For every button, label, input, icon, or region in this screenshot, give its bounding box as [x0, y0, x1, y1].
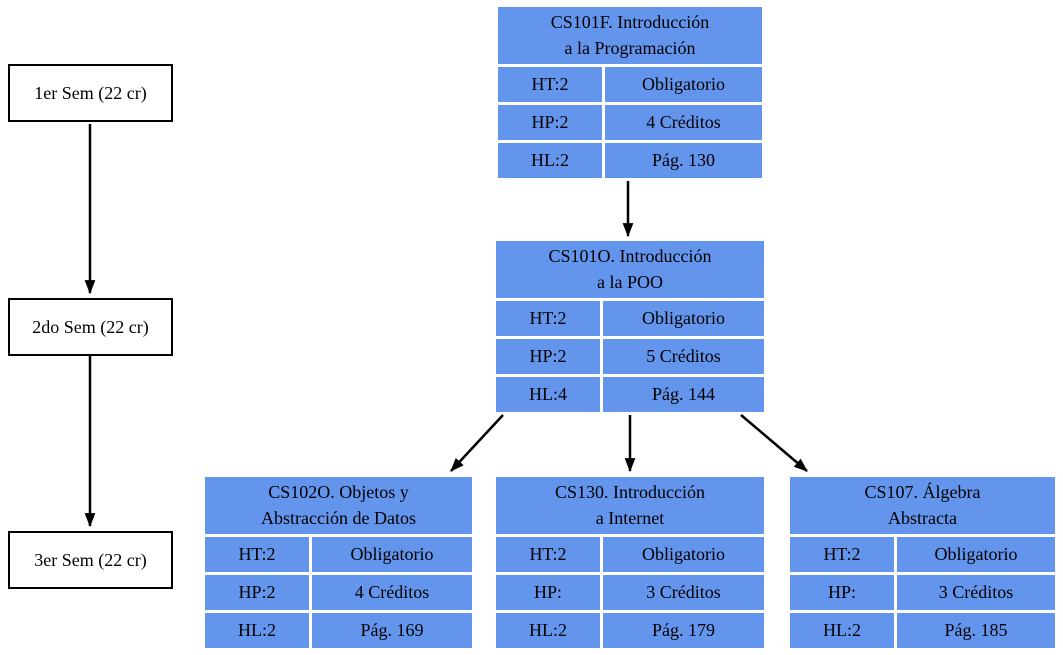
course-field-key: HP: — [496, 575, 600, 610]
course-title: CS107. Álgebra Abstracta — [790, 477, 1055, 534]
course-field-key: HT:2 — [496, 537, 600, 572]
course-field-value: Obligatorio — [312, 537, 472, 572]
course-node-cs102o: CS102O. Objetos y Abstracción de Datos H… — [205, 477, 472, 648]
course-field-value: 3 Créditos — [603, 575, 764, 610]
course-field-value: Pág. 169 — [312, 613, 472, 648]
course-title: CS130. Introducción a Internet — [496, 477, 764, 534]
edge-cs101o-cs107 — [740, 414, 808, 472]
course-field-key: HT:2 — [205, 537, 309, 572]
course-node-cs130: CS130. Introducción a Internet HT:2 Obli… — [496, 477, 764, 648]
course-field-value: Pág. 185 — [897, 613, 1055, 648]
course-field-value: 4 Créditos — [605, 105, 762, 140]
semester-label: 2do Sem (22 cr) — [32, 316, 149, 337]
course-field-value: Obligatorio — [603, 301, 764, 336]
course-field-key: HP:2 — [496, 339, 600, 374]
course-field-key: HL:4 — [496, 377, 600, 412]
semester-label: 1er Sem (22 cr) — [34, 82, 147, 103]
course-title: CS101O. Introducción a la POO — [496, 241, 764, 298]
semester-node-2: 2do Sem (22 cr) — [8, 298, 173, 356]
course-node-cs101f: CS101F. Introducción a la Programación H… — [498, 7, 762, 178]
course-node-cs107: CS107. Álgebra Abstracta HT:2 Obligatori… — [790, 477, 1055, 648]
course-field-value: Pág. 130 — [605, 143, 762, 178]
course-field-value: Pág. 144 — [603, 377, 764, 412]
course-field-value: Obligatorio — [605, 67, 762, 102]
course-field-key: HL:2 — [790, 613, 894, 648]
course-field-value: Pág. 179 — [603, 613, 764, 648]
course-field-value: Obligatorio — [603, 537, 764, 572]
course-field-key: HT:2 — [496, 301, 600, 336]
course-field-key: HL:2 — [498, 143, 602, 178]
course-field-key: HP:2 — [498, 105, 602, 140]
semester-node-1: 1er Sem (22 cr) — [8, 64, 173, 122]
course-field-value: Obligatorio — [897, 537, 1055, 572]
course-field-value: 5 Créditos — [603, 339, 764, 374]
course-field-key: HT:2 — [498, 67, 602, 102]
semester-label: 3er Sem (22 cr) — [34, 549, 147, 570]
course-field-key: HL:2 — [496, 613, 600, 648]
course-title: CS101F. Introducción a la Programación — [498, 7, 762, 64]
course-title: CS102O. Objetos y Abstracción de Datos — [205, 477, 472, 534]
course-field-value: 4 Créditos — [312, 575, 472, 610]
edge-cs101o-cs102o — [450, 414, 504, 472]
course-field-value: 3 Créditos — [897, 575, 1055, 610]
semester-node-3: 3er Sem (22 cr) — [8, 531, 173, 589]
course-field-key: HT:2 — [790, 537, 894, 572]
course-field-key: HL:2 — [205, 613, 309, 648]
course-field-key: HP:2 — [205, 575, 309, 610]
course-node-cs101o: CS101O. Introducción a la POO HT:2 Oblig… — [496, 241, 764, 412]
course-field-key: HP: — [790, 575, 894, 610]
